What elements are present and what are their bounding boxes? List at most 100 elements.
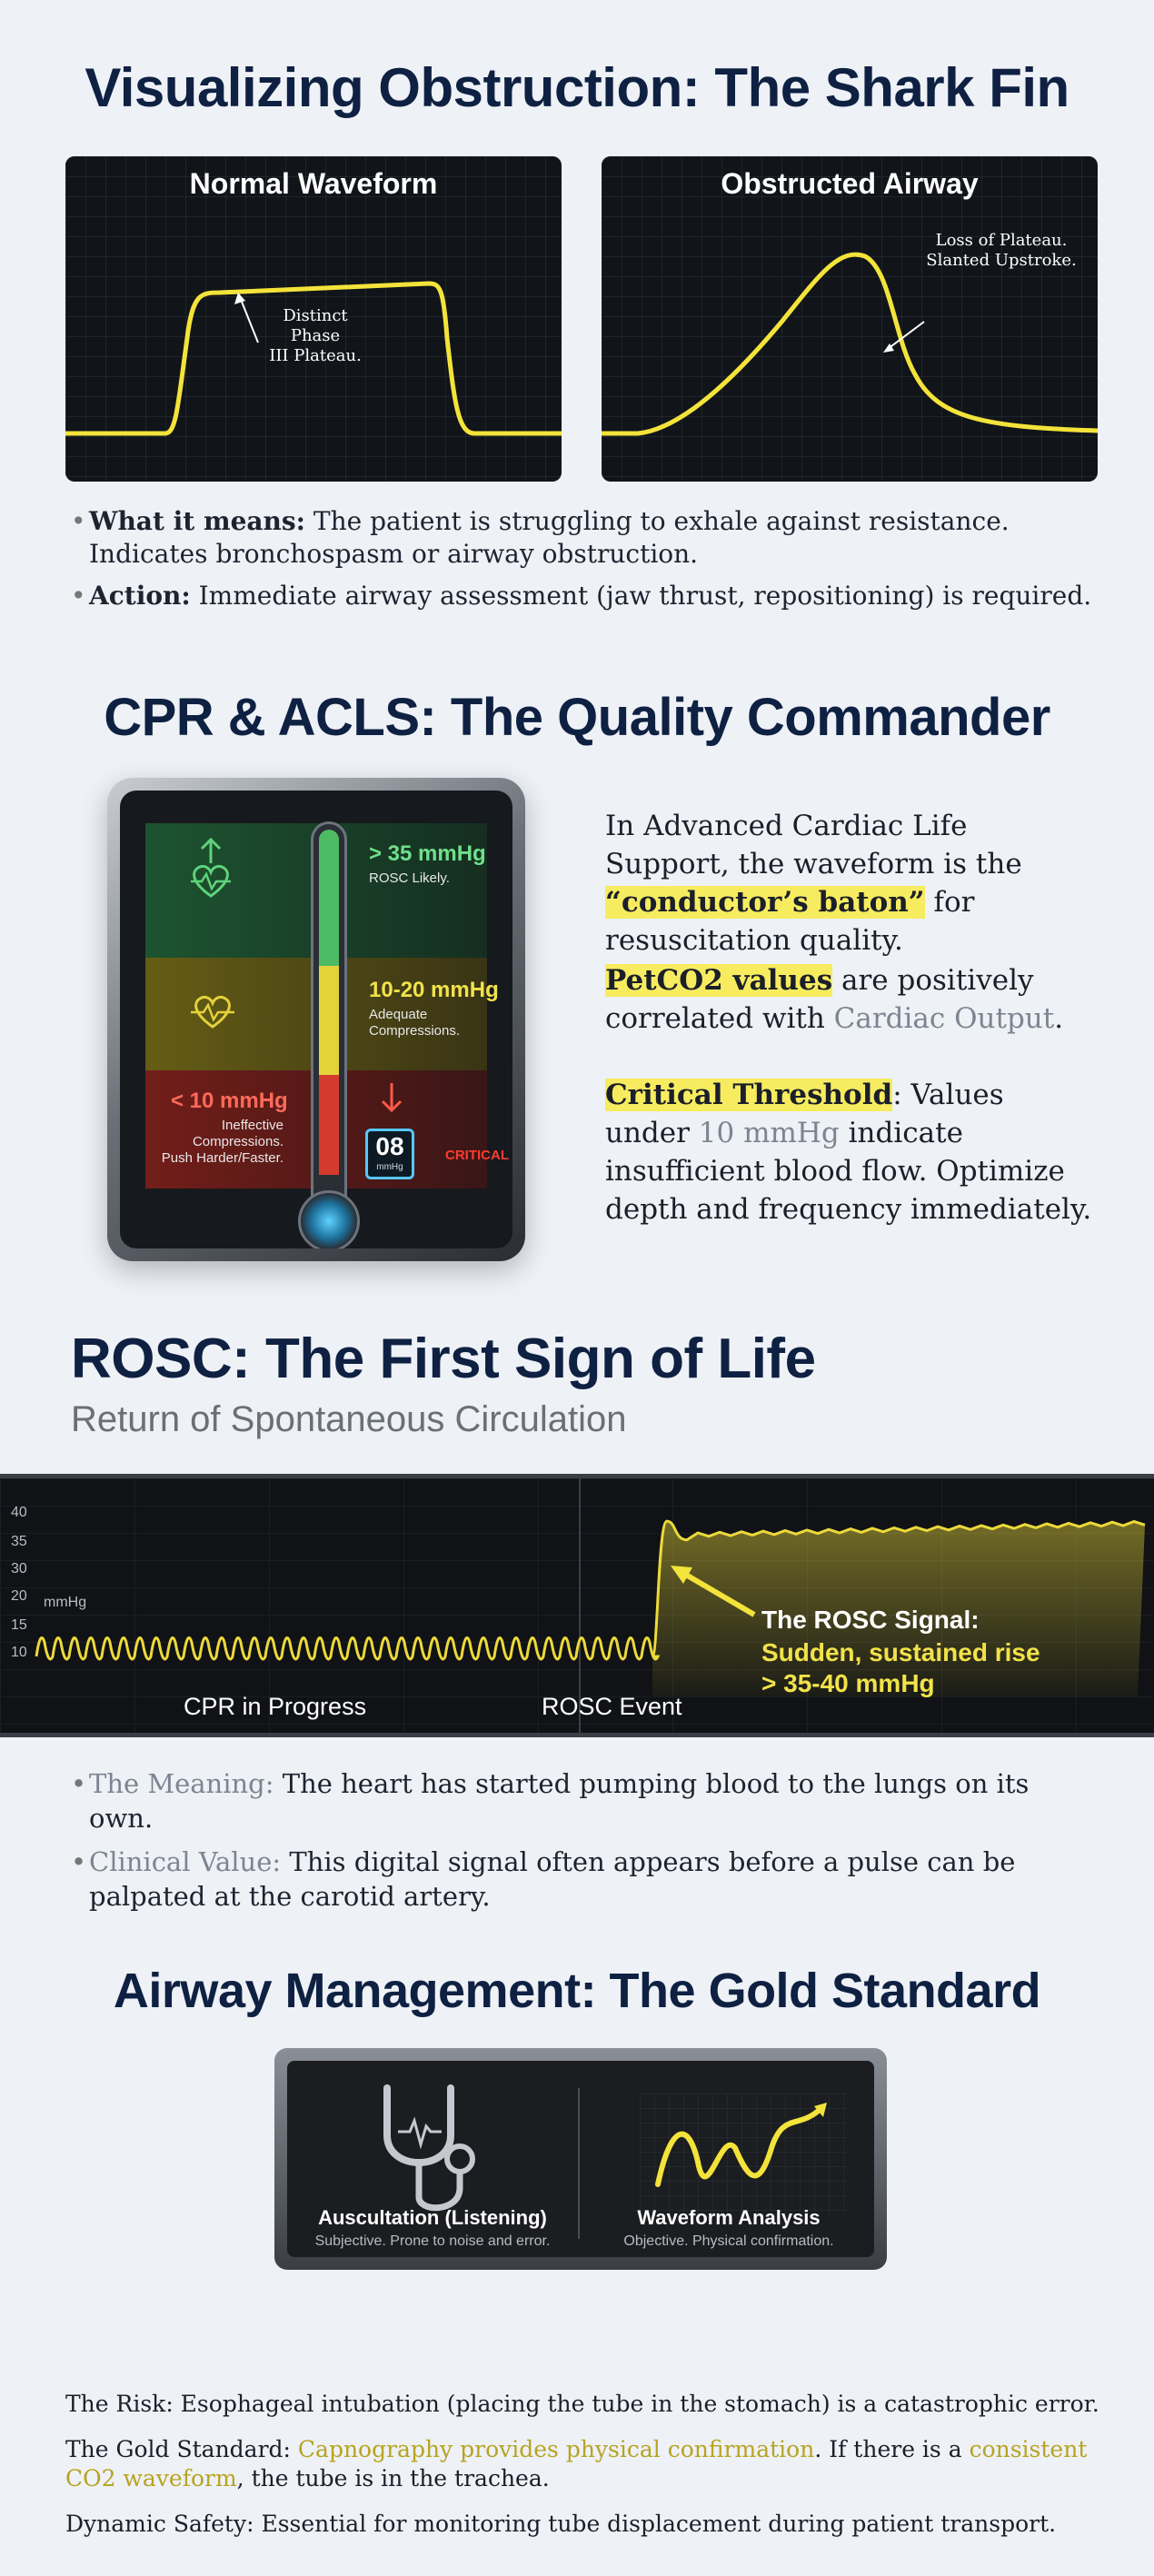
- upstroke-note: Loss of Plateau. Slanted Upstroke.: [920, 231, 1083, 271]
- section2-title: CPR & ACLS: The Quality Commander: [104, 688, 1050, 747]
- obstructed-waveform-title: Obstructed Airway: [721, 167, 979, 200]
- rosc-chart-svg: 40 35 30 20 15 10: [0, 1478, 1154, 1733]
- y-tick-label: 35: [11, 1534, 27, 1549]
- gold-prefix: The Gold Standard:: [65, 2436, 298, 2462]
- bullet-meaning: What it means: The patient is struggling…: [69, 505, 1096, 571]
- para2-muted: Cardiac Output: [833, 1002, 1055, 1035]
- para2-highlight: PetCO2 values: [605, 964, 833, 997]
- normal-waveform-panel: Normal Waveform Distinct Phase III Plate…: [65, 156, 562, 482]
- normal-waveform-graph: [65, 156, 562, 482]
- acls-paragraph-2: PetCO2 values are positively correlated …: [605, 961, 1096, 1038]
- gold-end: , the tube is in the trachea.: [236, 2465, 550, 2491]
- obstructed-waveform-trace: [602, 252, 1098, 436]
- para1-after: for resuscitation quality.: [605, 886, 975, 957]
- para3-middle: : Values under: [605, 1079, 1004, 1149]
- heart-rate-up-icon: [191, 837, 231, 898]
- yellow-zone-sub-line2: Compressions.: [369, 1023, 461, 1039]
- green-zone-sub: ROSC Likely.: [369, 870, 450, 886]
- upstroke-note-line1: Loss of Plateau.: [935, 231, 1068, 250]
- para1-highlight: “conductor’s baton”: [605, 886, 925, 919]
- tube-fill-yellow: [319, 966, 339, 1075]
- dynamic-safety-line: Dynamic Safety: Essential for monitoring…: [65, 2511, 1057, 2537]
- critical-alert: CRITICAL: [445, 1148, 509, 1163]
- rosc-signal-line2: > 35-40 mmHg: [761, 1669, 935, 1697]
- y-tick-label: 15: [11, 1617, 27, 1633]
- gold-highlight-2: consistent CO2 waveform: [65, 2436, 1088, 2491]
- yellow-zone-sub-line1: Adequate: [369, 1007, 428, 1022]
- rosc-chart: 40 35 30 20 15 10 mmHg CPR in Progress ROSC E…: [0, 1474, 1154, 1737]
- plateau-note: Distinct Phase III Plateau.: [256, 306, 374, 366]
- red-zone-sub-line2: Compressions.: [192, 1134, 284, 1149]
- bullet-label: The Meaning:: [89, 1768, 274, 1799]
- airway-device: Auscultation (Listening) Subjective. Pro…: [274, 2048, 887, 2270]
- gold-standard-line: The Gold Standard: Capnography provides …: [65, 2435, 1101, 2493]
- plateau-note-line1: Distinct Phase: [283, 306, 348, 345]
- device-screen: Auscultation (Listening) Subjective. Pro…: [287, 2061, 874, 2257]
- auscultation-sub: Subjective. Prone to noise and error.: [314, 2233, 551, 2249]
- gold-middle: . If there is a: [814, 2436, 970, 2462]
- para2-middle: are positively correlated with: [605, 964, 1034, 1035]
- phase-label-rosc: ROSC Event: [542, 1693, 682, 1720]
- upstroke-arrow: [887, 321, 925, 350]
- section3-subtitle: Return of Spontaneous Circulation: [71, 1399, 627, 1439]
- red-zone-label: < 10 mmHg: [171, 1089, 288, 1113]
- waveform-analysis-graph: [640, 2094, 847, 2215]
- y-unit-label: mmHg: [44, 1595, 87, 1610]
- acls-paragraph-1: In Advanced Cardiac Life Support, the wa…: [605, 807, 1096, 960]
- obstruction-bullets: What it means: The patient is struggling…: [69, 505, 1096, 622]
- section4-title: Airway Management: The Gold Standard: [113, 1964, 1041, 2018]
- normal-waveform-trace: [65, 281, 562, 436]
- plateau-note-line2: III Plateau.: [269, 346, 362, 365]
- heart-pulse-icon: [191, 995, 234, 1029]
- bullet-text: The heart has started pumping blood to t…: [89, 1768, 1030, 1834]
- monitor-screen: > 35 mmHg ROSC Likely. 10-20 mmHg Adequa…: [120, 791, 512, 1248]
- phase-label-cpr: CPR in Progress: [184, 1693, 367, 1720]
- bullet-text: Immediate airway assessment (jaw thrust,…: [198, 581, 1092, 611]
- para2-end: .: [1054, 1002, 1064, 1035]
- section3-title: ROSC: The First Sign of Life: [71, 1328, 816, 1390]
- petco2-monitor: > 35 mmHg ROSC Likely. 10-20 mmHg Adequa…: [107, 778, 525, 1261]
- section1-title: Visualizing Obstruction: The Shark Fin: [85, 57, 1069, 118]
- waveform-analysis-sub: Objective. Physical confirmation.: [623, 2233, 834, 2249]
- gold-highlight-1: Capnography provides physical confirmati…: [297, 2436, 815, 2462]
- bullet-clinical-value: Clinical Value: This digital signal ofte…: [69, 1845, 1096, 1914]
- waveform-analysis-title: Waveform Analysis: [637, 2206, 821, 2229]
- reading-value: 08: [375, 1132, 404, 1160]
- obstructed-waveform-graph: [602, 156, 1098, 482]
- bullet-meaning: The Meaning: The heart has started pumpi…: [69, 1766, 1096, 1835]
- device-divider: [578, 2088, 580, 2239]
- tube-fill-red: [319, 1075, 339, 1175]
- rosc-signal-arrow: [678, 1568, 756, 1617]
- tube-fill-green: [319, 830, 339, 966]
- para3-end: indicate insufficient blood flow. Optimi…: [605, 1117, 1092, 1226]
- red-zone-sub: Ineffective Compressions. Push Harder/Fa…: [147, 1118, 284, 1167]
- stethoscope-icon: [383, 2084, 475, 2212]
- arrow-down-icon: [381, 1083, 403, 1113]
- yellow-zone-sub: Adequate Compressions.: [369, 1007, 460, 1039]
- red-zone-sub-line3: Push Harder/Faster.: [161, 1150, 284, 1166]
- para3-muted: 10 mmHg: [698, 1117, 840, 1149]
- plateau-arrow: [239, 296, 259, 343]
- para1-before: In Advanced Cardiac Life Support, the wa…: [605, 810, 1022, 880]
- bullet-action: Action: Immediate airway assessment (jaw…: [69, 580, 1096, 612]
- y-tick-label: 20: [11, 1588, 27, 1604]
- acls-paragraph-3: Critical Threshold: Values under 10 mmHg…: [605, 1076, 1096, 1228]
- obstructed-waveform-panel: Obstructed Airway Loss of Plateau. Slant…: [602, 156, 1098, 482]
- y-tick-label: 30: [11, 1561, 27, 1576]
- bullet-label: Action:: [89, 581, 191, 611]
- y-tick-label: 10: [11, 1645, 27, 1660]
- rosc-signal-line1: Sudden, sustained rise: [761, 1638, 1040, 1666]
- red-zone-sub-line1: Ineffective: [221, 1118, 284, 1133]
- normal-waveform-title: Normal Waveform: [189, 167, 438, 200]
- y-tick-label: 40: [11, 1505, 27, 1520]
- bullet-text: This digital signal often appears before…: [89, 1846, 1016, 1912]
- bullet-label: What it means:: [89, 506, 305, 536]
- para3-highlight: Critical Threshold: [605, 1079, 893, 1111]
- bullet-text: The patient is struggling to exhale agai…: [89, 506, 1010, 569]
- thermometer-bulb: [298, 1190, 360, 1248]
- yellow-zone-label: 10-20 mmHg: [369, 978, 499, 1002]
- upstroke-note-line2: Slanted Upstroke.: [926, 251, 1077, 270]
- rosc-bullets: The Meaning: The heart has started pumpi…: [69, 1766, 1096, 1923]
- rosc-signal-title: The ROSC Signal:: [761, 1606, 980, 1634]
- bullet-label: Clinical Value:: [89, 1846, 282, 1877]
